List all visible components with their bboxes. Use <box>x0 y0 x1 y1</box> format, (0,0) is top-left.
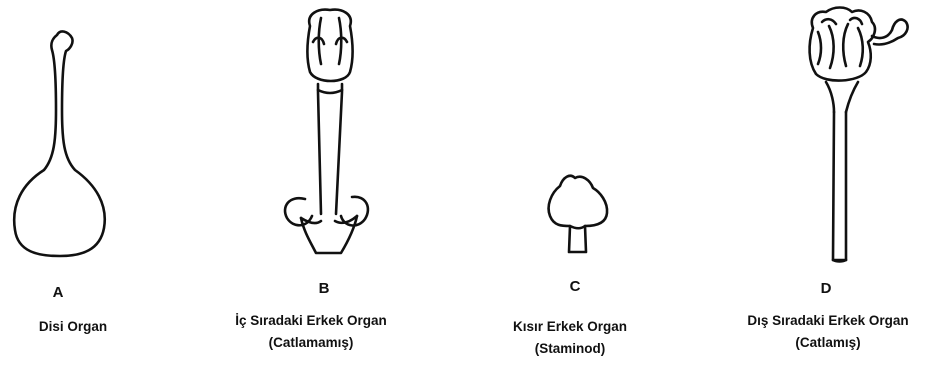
caption-staminode-line1: Kısır Erkek Organ <box>465 316 675 338</box>
caption-outer-stamen: Dış Sıradaki Erkek Organ (Catlamış) <box>712 310 944 354</box>
caption-inner-stamen: İç Sıradaki Erkek Organ (Catlamamış) <box>186 310 436 354</box>
panel-letter-a: A <box>28 284 88 301</box>
caption-outer-stamen-line1: Dış Sıradaki Erkek Organ <box>712 310 944 332</box>
inner-stamen-drawing <box>285 10 368 253</box>
panel-letter-c: C <box>545 278 605 295</box>
caption-inner-stamen-line1: İç Sıradaki Erkek Organ <box>186 310 436 332</box>
caption-outer-stamen-line2: (Catlamış) <box>712 332 944 354</box>
staminode-drawing <box>549 176 607 252</box>
pistil-drawing <box>14 31 105 256</box>
caption-pistil-line1: Disi Organ <box>18 316 128 338</box>
panel-letter-b: B <box>294 280 354 297</box>
caption-inner-stamen-line2: (Catlamamış) <box>186 332 436 354</box>
caption-pistil: Disi Organ <box>18 316 128 338</box>
outer-stamen-drawing <box>810 8 908 262</box>
caption-staminode-line2: (Staminod) <box>465 338 675 360</box>
panel-letter-d: D <box>796 280 856 297</box>
caption-staminode: Kısır Erkek Organ (Staminod) <box>465 316 675 360</box>
